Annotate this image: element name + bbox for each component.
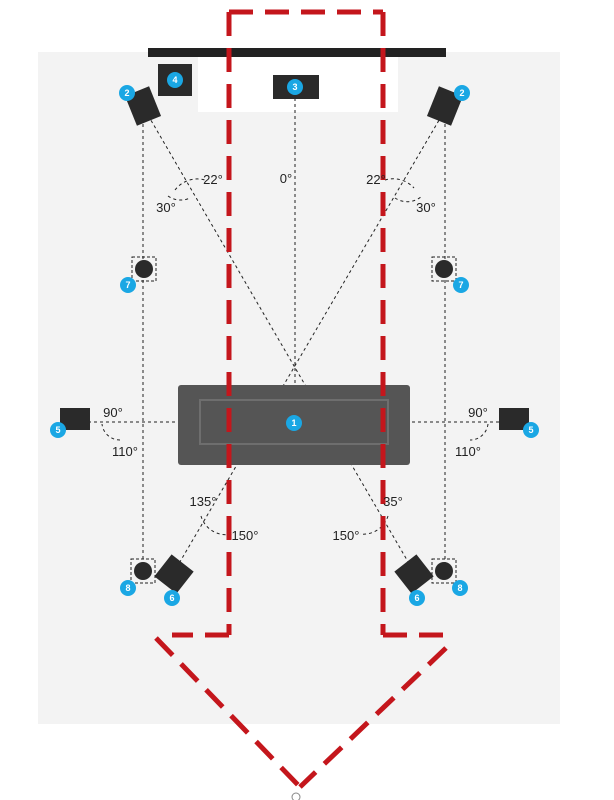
- surround-right-speaker: [499, 408, 529, 430]
- badge-back-left: 8: [120, 580, 136, 596]
- surround-left-speaker: [60, 408, 90, 430]
- angle-label-150-left: 150°: [232, 528, 259, 543]
- badge-surround-right: 5: [523, 422, 539, 438]
- sofa-seat: [199, 399, 389, 445]
- angle-label-90-right: 90°: [468, 405, 488, 420]
- angle-label-110-right: 110°: [455, 444, 481, 459]
- angle-label-90-left: 90°: [103, 405, 123, 420]
- badge-surround-left-number: 5: [55, 425, 60, 435]
- angle-label-0: 0°: [280, 171, 292, 186]
- bottom-marker-dot: [291, 792, 301, 800]
- badge-center-listener-number: 1: [291, 418, 296, 428]
- angle-label-30-right: 30°: [416, 200, 436, 215]
- badge-front-center: 3: [287, 79, 303, 95]
- height-left-speaker: [135, 260, 153, 278]
- red-chevron-right: [298, 646, 448, 789]
- height-right-frame: [431, 256, 457, 282]
- angle-label-22-right: 22°: [366, 172, 386, 187]
- rear-right-speaker: [394, 554, 434, 594]
- badge-height-left-number: 7: [125, 280, 130, 290]
- angle-label-135-right: 35°: [383, 494, 403, 509]
- badge-back-right-number: 8: [457, 583, 462, 593]
- badge-front-right-number: 2: [459, 88, 464, 98]
- height-left-frame: [131, 256, 157, 282]
- angle-label-135-left: 135°: [190, 494, 217, 509]
- back-left-speaker: [134, 562, 152, 580]
- badge-subwoofer: 4: [167, 72, 183, 88]
- diag-front-right-to-rear-left: [173, 109, 446, 573]
- badge-front-center-number: 3: [292, 82, 297, 92]
- arc-30-right: [394, 195, 423, 203]
- badge-subwoofer-number: 4: [172, 75, 177, 85]
- badge-surround-left: 5: [50, 422, 66, 438]
- badge-rear-right: 6: [409, 590, 425, 606]
- arc-30-left: [167, 195, 191, 201]
- diag-front-left-to-rear-right: [144, 109, 415, 573]
- arc-135-150-right: [359, 515, 389, 535]
- arc-135-150-left: [200, 515, 233, 536]
- red-dashed-outline: [154, 9, 454, 789]
- badge-height-right-number: 7: [458, 280, 463, 290]
- screen-bar: [148, 48, 446, 57]
- arc-90-110-left: [101, 423, 121, 441]
- badge-center-listener: 1: [286, 415, 302, 431]
- angle-label-110-left: 110°: [112, 444, 138, 459]
- badge-front-left-number: 2: [124, 88, 129, 98]
- badge-rear-left-number: 6: [169, 593, 174, 603]
- badge-surround-right-number: 5: [528, 425, 533, 435]
- badge-rear-right-number: 6: [414, 593, 419, 603]
- angle-label-30-left: 30°: [156, 200, 176, 215]
- badge-height-right: 7: [453, 277, 469, 293]
- badge-back-left-number: 8: [125, 583, 130, 593]
- rear-left-speaker: [154, 554, 194, 594]
- badge-height-left: 7: [120, 277, 136, 293]
- back-right-frame: [431, 558, 457, 584]
- back-right-speaker: [435, 562, 453, 580]
- badge-back-right: 8: [452, 580, 468, 596]
- badge-front-left: 2: [119, 85, 135, 101]
- arc-22-left: [174, 178, 206, 191]
- badge-rear-left: 6: [164, 590, 180, 606]
- front-right-speaker: [426, 86, 464, 126]
- angle-label-22-left: 22°: [203, 172, 223, 187]
- back-left-frame: [130, 558, 156, 584]
- arc-22-right: [384, 178, 415, 189]
- arc-90-110-right: [469, 423, 489, 441]
- badge-front-right: 2: [454, 85, 470, 101]
- height-right-speaker: [435, 260, 453, 278]
- angle-label-150-right: 150°: [333, 528, 360, 543]
